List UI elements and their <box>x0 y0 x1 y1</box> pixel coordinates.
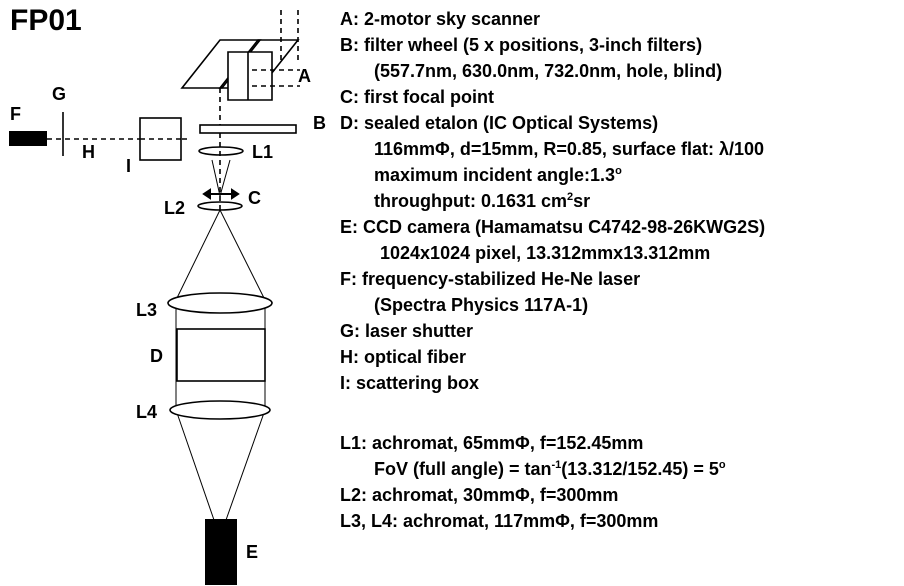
legend-e: E: CCD camera (Hamamatsu C4742-98-26KWG2… <box>340 217 766 237</box>
filter-wheel <box>199 124 297 134</box>
legend-fov: FoV (full angle) = tan-1(13.312/152.45) … <box>374 459 726 479</box>
legend-l3-l4: L3, L4: achromat, 117mmΦ, f=300mm <box>340 511 659 531</box>
label-d: D <box>150 346 163 366</box>
etalon <box>176 328 266 382</box>
legend-d: D: sealed etalon (IC Optical Systems) <box>340 113 659 133</box>
lens-l1 <box>198 146 244 156</box>
sky-scanner <box>180 39 300 101</box>
incoming-beam <box>280 10 299 64</box>
label-l1: L1 <box>252 142 273 162</box>
label-i: I <box>126 156 131 176</box>
label-f: F <box>10 104 21 124</box>
scattering-box <box>139 117 182 161</box>
lens-l3 <box>167 292 273 314</box>
legend-e-detail: 1024x1024 pixel, 13.312mmx13.312mm <box>380 243 711 263</box>
label-l3: L3 <box>136 300 157 320</box>
legend-d-angle: maximum incident angle:1.3o <box>374 165 622 185</box>
legend-g: G: laser shutter <box>340 321 474 341</box>
legend-a: A: 2-motor sky scanner <box>340 9 541 29</box>
ccd-camera <box>205 519 237 585</box>
label-g: G <box>52 84 66 104</box>
page-title: FP01 <box>10 4 82 37</box>
legend-d-specs: 116mmΦ, d=15mm, R=0.85, surface flat: λ/… <box>374 139 764 159</box>
legend-i: I: scattering box <box>340 373 480 393</box>
label-e: E <box>246 542 258 562</box>
light-cone <box>175 159 266 521</box>
legend-h: H: optical fiber <box>340 347 467 367</box>
label-h: H <box>82 142 95 162</box>
label-l2: L2 <box>164 198 185 218</box>
legend-b-detail: (557.7nm, 630.0nm, 732.0nm, hole, blind) <box>374 61 723 81</box>
legend-d-throughput: throughput: 0.1631 cm2sr <box>374 191 591 211</box>
legend-l1: L1: achromat, 65mmΦ, f=152.45mm <box>340 433 644 453</box>
legend-f: F: frequency-stabilized He-Ne laser <box>340 269 641 289</box>
legend-f-detail: (Spectra Physics 117A-1) <box>374 295 589 315</box>
label-a: A <box>298 66 311 86</box>
legend-c: C: first focal point <box>340 87 494 107</box>
laser <box>9 131 47 146</box>
label-b: B <box>313 113 326 133</box>
lens-l4 <box>169 400 271 420</box>
label-l4: L4 <box>136 402 157 422</box>
legend-b: B: filter wheel (5 x positions, 3-inch f… <box>340 35 703 55</box>
label-c: C <box>248 188 261 208</box>
scanner-beam <box>219 69 300 210</box>
legend-l2: L2: achromat, 30mmΦ, f=300mm <box>340 485 619 505</box>
